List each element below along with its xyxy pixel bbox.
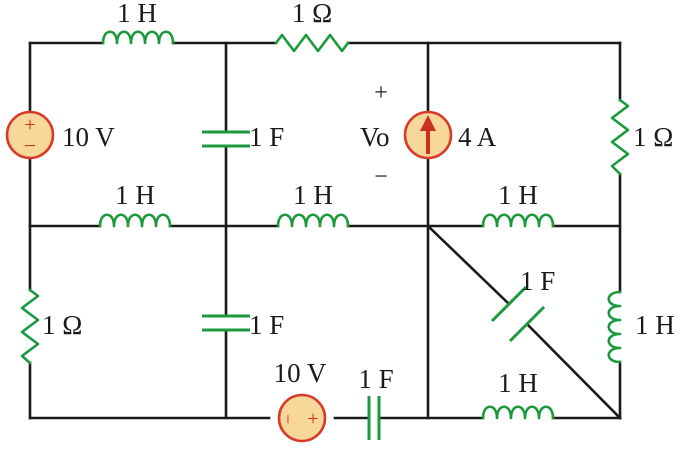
current-source-4a xyxy=(403,110,453,160)
capacitor-upper-mid xyxy=(202,130,250,148)
vsource-left-minus: − xyxy=(24,133,36,158)
label-cap-diagonal: 1 F xyxy=(520,266,555,296)
inductor-bottom xyxy=(481,405,555,420)
label-cap-upper-mid: 1 F xyxy=(249,122,284,152)
label-resistor-right: 1 Ω xyxy=(633,122,673,152)
current-arrowhead-icon xyxy=(420,115,436,131)
capacitor-lower-mid xyxy=(202,314,250,332)
label-resistor-top: 1 Ω xyxy=(292,0,332,28)
label-inductor-right-lower: 1 H xyxy=(635,310,675,340)
label-vsource-bottom: 10 V xyxy=(274,358,327,388)
label-inductor-mid-right: 1 H xyxy=(498,180,538,210)
label-inductor-bottom: 1 H xyxy=(498,368,538,398)
label-vo-minus: − xyxy=(374,164,388,190)
inductor-top xyxy=(101,30,175,45)
resistor-right xyxy=(610,98,630,176)
inductor-mid-right xyxy=(481,213,555,228)
wires xyxy=(28,41,622,420)
voltage-source-left: + − xyxy=(5,110,55,160)
label-vo: Vo xyxy=(360,122,390,152)
resistor-top xyxy=(274,33,350,53)
inductor-right-lower xyxy=(607,290,622,364)
wire-diagonal-1 xyxy=(426,224,511,306)
vsource-left-plus: + xyxy=(24,114,35,136)
inductor-mid-left xyxy=(98,213,172,228)
label-resistor-left-lower: 1 Ω xyxy=(42,310,82,340)
voltage-source-bottom: − + xyxy=(277,393,327,443)
wire-diagonal-2 xyxy=(525,322,622,420)
label-vo-plus: + xyxy=(374,80,388,106)
label-cap-lower-mid: 1 F xyxy=(249,310,284,340)
label-inductor-mid-center: 1 H xyxy=(293,180,333,210)
label-inductor-top: 1 H xyxy=(117,0,157,28)
resistor-left-lower xyxy=(20,288,40,365)
vsource-bottom-plus: + xyxy=(307,408,318,430)
label-vsource-left: 10 V xyxy=(62,122,115,152)
capacitor-diagonal xyxy=(490,285,546,343)
label-inductor-mid-left: 1 H xyxy=(115,180,155,210)
label-isource: 4 A xyxy=(458,122,497,152)
capacitor-bottom xyxy=(367,396,381,440)
inductor-mid-center xyxy=(276,213,350,228)
label-cap-bottom: 1 F xyxy=(358,364,393,394)
vsource-bottom-minus: − xyxy=(278,414,298,424)
